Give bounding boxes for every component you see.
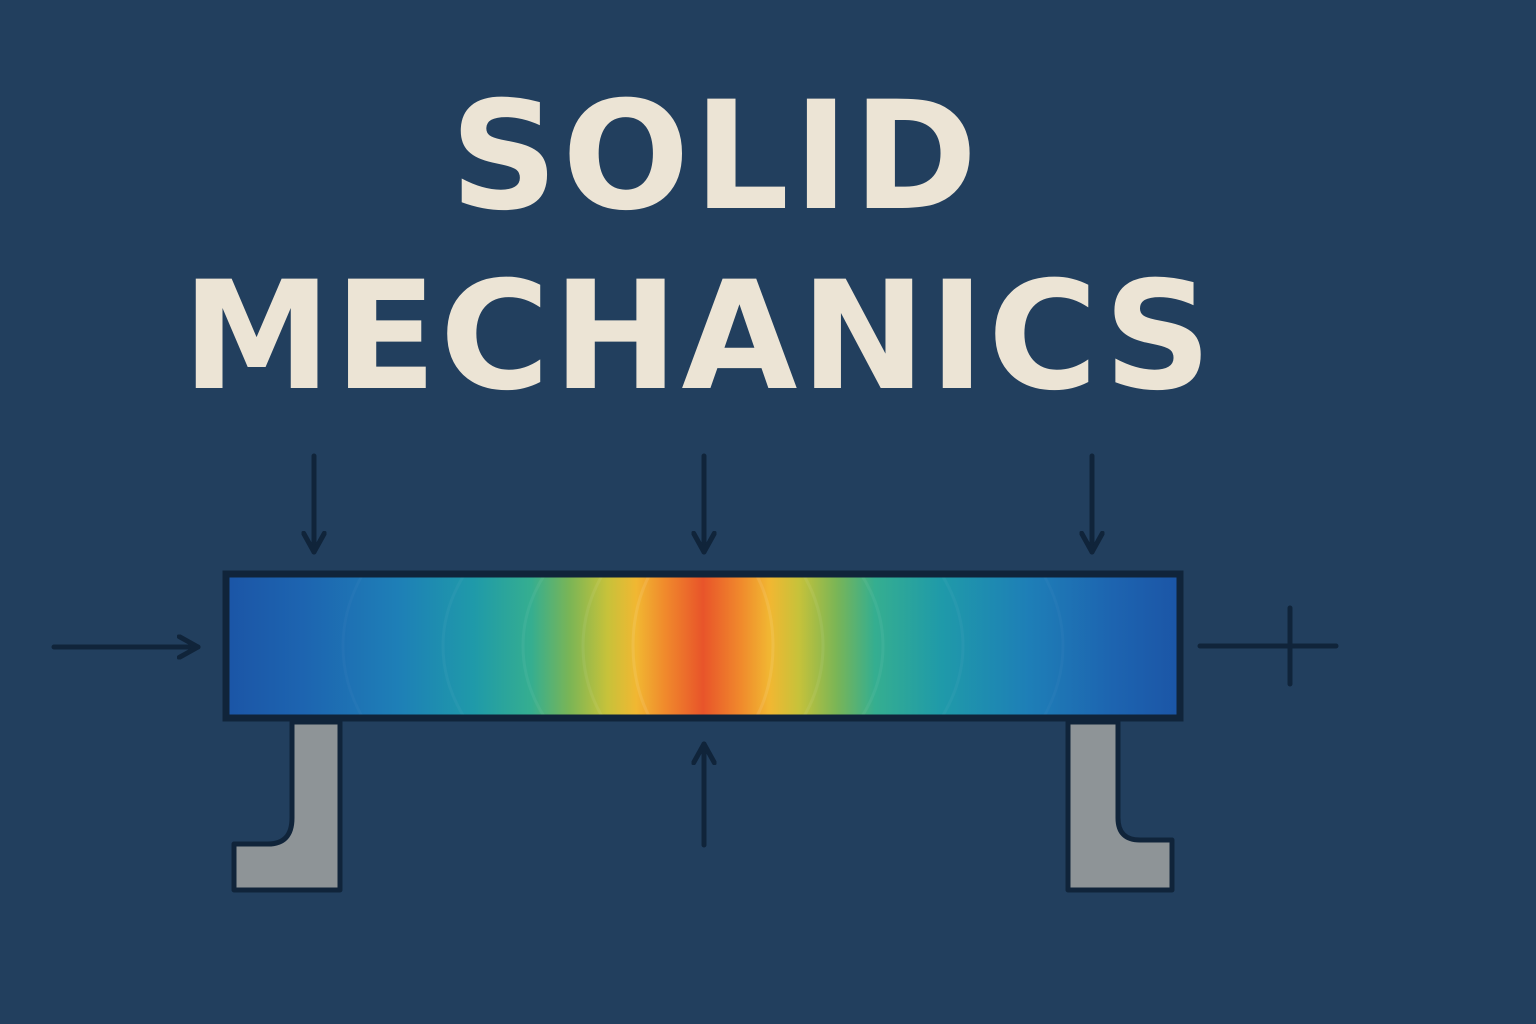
support-icon <box>1065 719 1175 893</box>
stress-beam <box>222 570 1184 722</box>
plus-marker-icon <box>1197 605 1339 687</box>
title-line-1: SOLID <box>450 70 982 244</box>
title-line-2: MECHANICS <box>182 250 1215 424</box>
support-icon <box>231 719 343 893</box>
